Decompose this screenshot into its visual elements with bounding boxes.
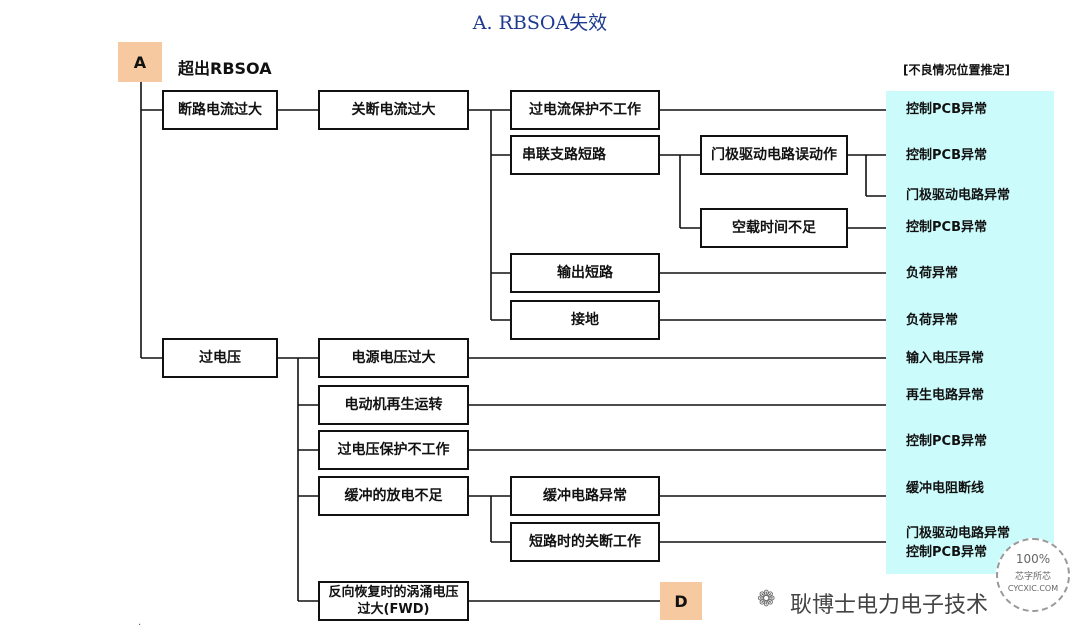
box-dead-time-insufficient: 空载时间不足	[700, 208, 848, 248]
result-gate-drive-1: 门极驱动电路异常	[906, 188, 1011, 203]
result-control-pcb-4: 控制PCB异常	[906, 434, 987, 449]
result-regen-circuit: 再生电路异常	[906, 388, 985, 403]
box-gate-drive-malfunction: 门极驱动电路误动作	[700, 135, 848, 175]
result-gate-drive-2: 门极驱动电路异常	[906, 526, 1011, 541]
box-turnoff-current-overload: 关断电流过大	[318, 90, 469, 130]
seal-top: 100%	[1015, 552, 1051, 566]
seal-bottom: CYCXIC.COM	[1007, 584, 1059, 593]
result-control-pcb-2: 控制PCB异常	[906, 148, 987, 163]
wechat-icon: ❁	[757, 587, 776, 612]
box-output-short: 输出短路	[510, 253, 660, 293]
results-panel	[886, 91, 1054, 574]
box-overvoltage: 过电压	[162, 338, 278, 378]
tag-d: D	[660, 582, 702, 620]
box-motor-regeneration: 电动机再生运转	[318, 385, 469, 425]
seal-mid: 芯字所芯	[1014, 572, 1051, 582]
footnote-dot: .	[138, 617, 142, 628]
box-ground-fault: 接地	[510, 300, 660, 340]
box-series-branch-short: 串联支路短路	[510, 135, 660, 175]
box-break-current-overload: 断路电流过大	[162, 90, 278, 130]
result-load-2: 负荷异常	[906, 313, 959, 328]
box-overcurrent-protection-fail: 过电流保护不工作	[510, 90, 660, 130]
result-snubber-resistor: 缓冲电阻断线	[906, 481, 985, 496]
watermark-text: 耿博士电力电子技术	[790, 593, 989, 618]
result-control-pcb-3: 控制PCB异常	[906, 220, 987, 235]
box-short-circuit-turnoff: 短路时的关断工作	[510, 522, 660, 562]
result-input-voltage: 输入电压异常	[906, 351, 985, 366]
result-control-pcb-1: 控制PCB异常	[906, 102, 987, 117]
box-supply-voltage-excess: 电源电压过大	[318, 338, 469, 378]
site-seal: 100% 芯字所芯 CYCXIC.COM	[996, 538, 1070, 612]
result-control-pcb-5: 控制PCB异常	[906, 545, 987, 560]
main-heading: 超出RBSOA	[178, 59, 272, 78]
result-header: [不良情况位置推定]	[903, 63, 1010, 77]
diagram-title: A. RBSOA失效	[472, 12, 608, 34]
box-snubber-circuit-fault: 缓冲电路异常	[510, 476, 660, 516]
box-reverse-recovery-surge: 反向恢复时的涡涌电压过大(FWD)	[318, 581, 469, 621]
box-overvoltage-protection-fail: 过电压保护不工作	[318, 430, 469, 470]
box-snubber-discharge-insufficient: 缓冲的放电不足	[318, 476, 469, 516]
tag-a: A	[118, 42, 162, 82]
result-load-1: 负荷异常	[906, 266, 959, 281]
